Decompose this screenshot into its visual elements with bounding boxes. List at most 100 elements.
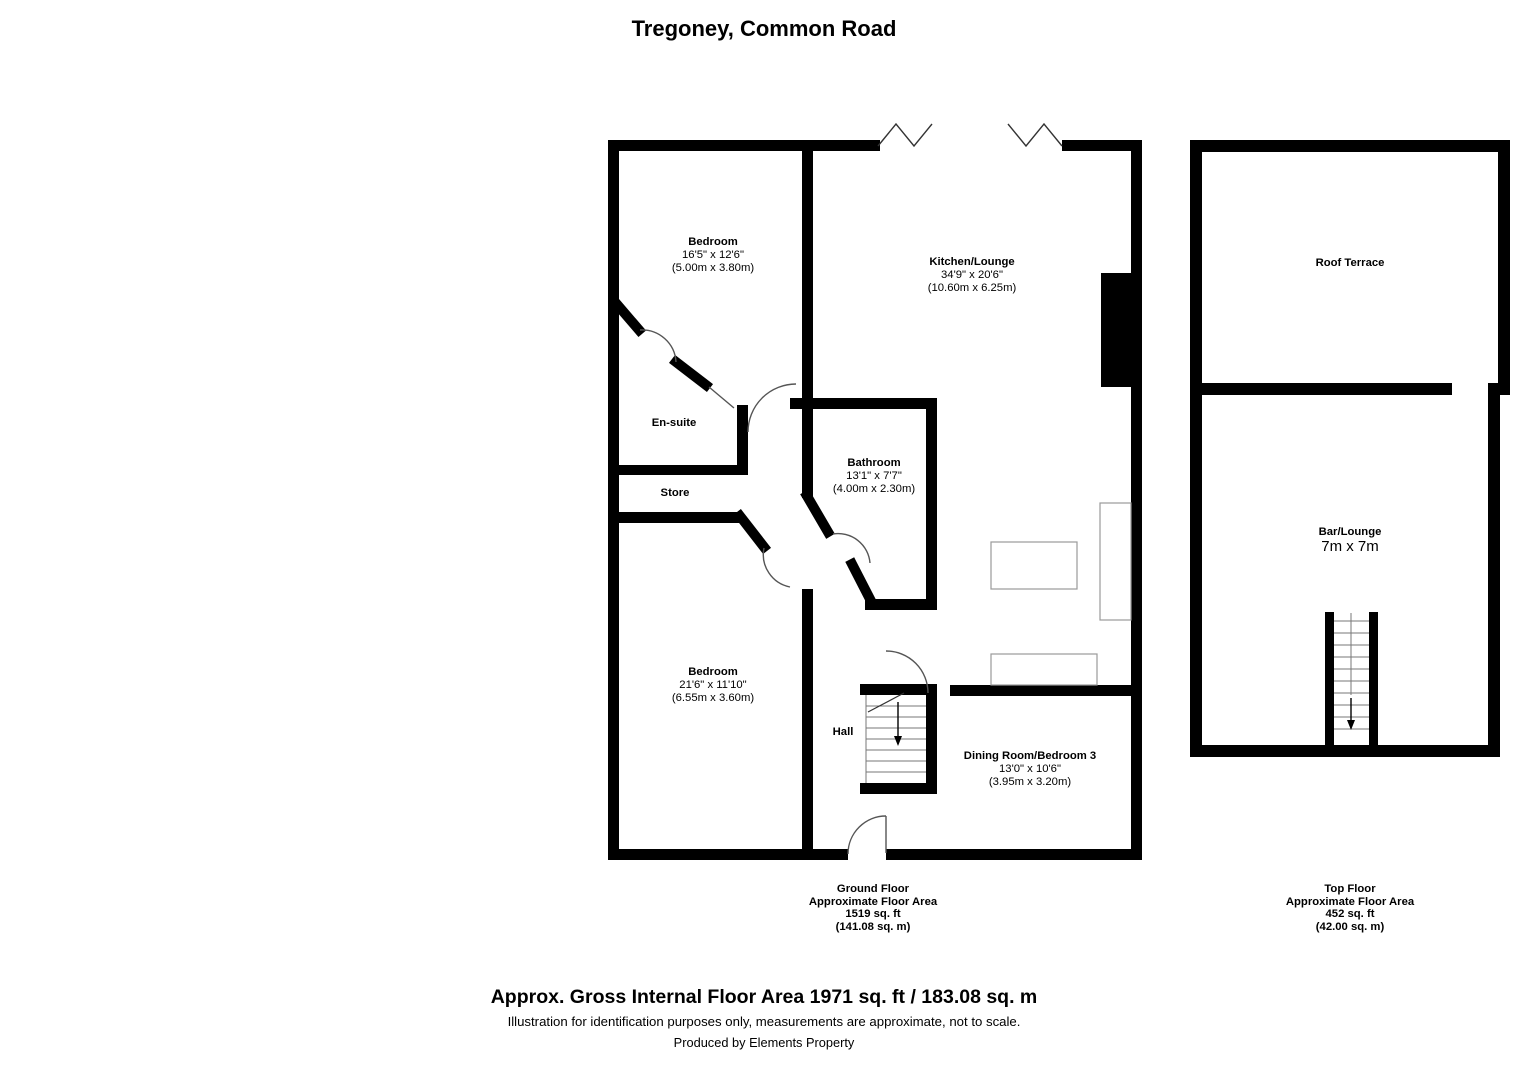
room-dims-imperial: 13'0" x 10'6" — [999, 763, 1061, 775]
wall — [1190, 140, 1202, 757]
room-name: En-suite — [651, 417, 697, 429]
door-leaf — [708, 386, 735, 409]
room-dims-metric: (10.60m x 6.25m) — [927, 282, 1017, 294]
room-label-roof-terrace: Roof Terrace — [1316, 257, 1385, 270]
ground-floor-walls — [608, 140, 1142, 860]
wall — [926, 695, 937, 794]
furniture — [990, 502, 1132, 686]
door-arc — [885, 650, 929, 694]
wall — [1062, 140, 1142, 151]
furniture-bench — [990, 653, 1098, 686]
chimney-block — [1101, 273, 1132, 387]
ground-floor-plan — [607, 122, 1142, 860]
wall — [1190, 383, 1452, 395]
stair-break-line — [867, 692, 905, 713]
window-zigzag — [877, 122, 933, 148]
room-dims-imperial: 21'6" x 11'10" — [679, 679, 747, 691]
window-zigzag — [1007, 122, 1063, 148]
caption-area-label: Approximate Floor Area — [808, 895, 938, 908]
room-dims-metric: (4.00m x 2.30m) — [832, 483, 916, 495]
room-label-en-suite: En-suite — [652, 417, 697, 430]
wall-diagonal — [607, 294, 647, 338]
furniture-sofa — [1099, 502, 1132, 621]
stair-treads — [865, 695, 926, 783]
wall — [608, 140, 880, 151]
stairs-ground — [865, 692, 926, 783]
door-arc — [747, 383, 797, 433]
caption-floor-name: Ground Floor — [836, 883, 910, 895]
room-name: Hall — [832, 726, 854, 738]
caption-area-ft: 1519 sq. ft — [845, 908, 901, 920]
stair-arrow-head — [894, 736, 902, 746]
wall — [926, 409, 937, 610]
wall — [1488, 383, 1500, 757]
wall — [1369, 612, 1378, 746]
wall — [737, 405, 748, 475]
wall — [1190, 745, 1500, 757]
caption-area-m: (42.00 sq. m) — [1315, 920, 1385, 933]
wall — [950, 685, 1142, 696]
wall — [802, 589, 813, 860]
room-label-store: Store — [661, 487, 690, 500]
room-name: Kitchen/Lounge — [929, 256, 1015, 268]
top-floor-caption: Top Floor Approximate Floor Area 452 sq.… — [1286, 883, 1414, 933]
room-name: Roof Terrace — [1315, 257, 1385, 269]
total-area-summary: Approx. Gross Internal Floor Area 1971 s… — [490, 986, 1038, 1008]
room-name: Bar/Lounge — [1318, 526, 1382, 538]
wall — [1498, 140, 1510, 395]
wall — [608, 849, 848, 860]
room-name: Bedroom — [688, 666, 738, 678]
wall — [860, 684, 937, 695]
room-dims-metric: 7m x 7m — [1321, 538, 1379, 555]
wall — [886, 849, 1142, 860]
wall — [608, 512, 740, 523]
room-dims-imperial: 34'9" x 20'6" — [941, 269, 1003, 281]
caption-floor-name: Top Floor — [1324, 883, 1376, 895]
room-label-bar-lounge: Bar/Lounge 7m x 7m — [1319, 526, 1382, 555]
wall — [865, 599, 937, 610]
room-label-bathroom: Bathroom 13'1" x 7'7" (4.00m x 2.30m) — [833, 457, 915, 496]
page-title: Tregoney, Common Road — [631, 16, 897, 41]
wall — [860, 783, 937, 794]
wall — [802, 151, 813, 398]
room-dims-metric: (6.55m x 3.60m) — [671, 692, 755, 704]
wall-diagonal — [800, 489, 835, 539]
door-arcs — [639, 329, 929, 855]
room-label-bedroom-2: Bedroom 21'6" x 11'10" (6.55m x 3.60m) — [672, 666, 754, 705]
wall-diagonal — [668, 354, 714, 393]
ground-floor-caption: Ground Floor Approximate Floor Area 1519… — [809, 883, 937, 933]
wall — [1131, 140, 1142, 860]
caption-area-m: (141.08 sq. m) — [835, 920, 911, 933]
room-dims-imperial: 13'1" x 7'7" — [846, 470, 902, 482]
door-arc — [847, 815, 887, 855]
ground-floor-diagonal-walls — [607, 294, 878, 608]
door-arc — [762, 547, 791, 588]
room-name: Store — [660, 487, 690, 499]
stairs-top — [1334, 613, 1369, 730]
room-name: Bathroom — [847, 457, 901, 469]
disclaimer-text: Illustration for identification purposes… — [507, 1014, 1021, 1029]
top-floor-plan — [1190, 140, 1510, 757]
room-label-bedroom-1: Bedroom 16'5" x 12'6" (5.00m x 3.80m) — [672, 236, 754, 275]
door-arc — [639, 329, 677, 363]
room-dims-metric: (5.00m x 3.80m) — [671, 262, 755, 274]
wall — [608, 140, 619, 860]
wall — [1190, 140, 1510, 152]
window-zigzags — [877, 122, 1063, 148]
room-label-hall: Hall — [833, 726, 854, 739]
top-floor-walls — [1190, 140, 1510, 757]
room-name: Dining Room/Bedroom 3 — [963, 750, 1097, 762]
furniture-table — [990, 541, 1078, 590]
caption-area-label: Approximate Floor Area — [1285, 895, 1415, 908]
room-label-kitchen-lounge: Kitchen/Lounge 34'9" x 20'6" (10.60m x 6… — [928, 256, 1017, 295]
stair-arrow-head — [1347, 720, 1355, 730]
wall — [790, 398, 937, 409]
room-label-dining-room: Dining Room/Bedroom 3 13'0" x 10'6" (3.9… — [964, 750, 1096, 789]
wall — [802, 409, 813, 498]
wall-diagonal — [845, 557, 878, 608]
room-dims-metric: (3.95m x 3.20m) — [988, 776, 1072, 788]
wall-diagonal — [732, 508, 772, 555]
wall — [1325, 612, 1334, 746]
